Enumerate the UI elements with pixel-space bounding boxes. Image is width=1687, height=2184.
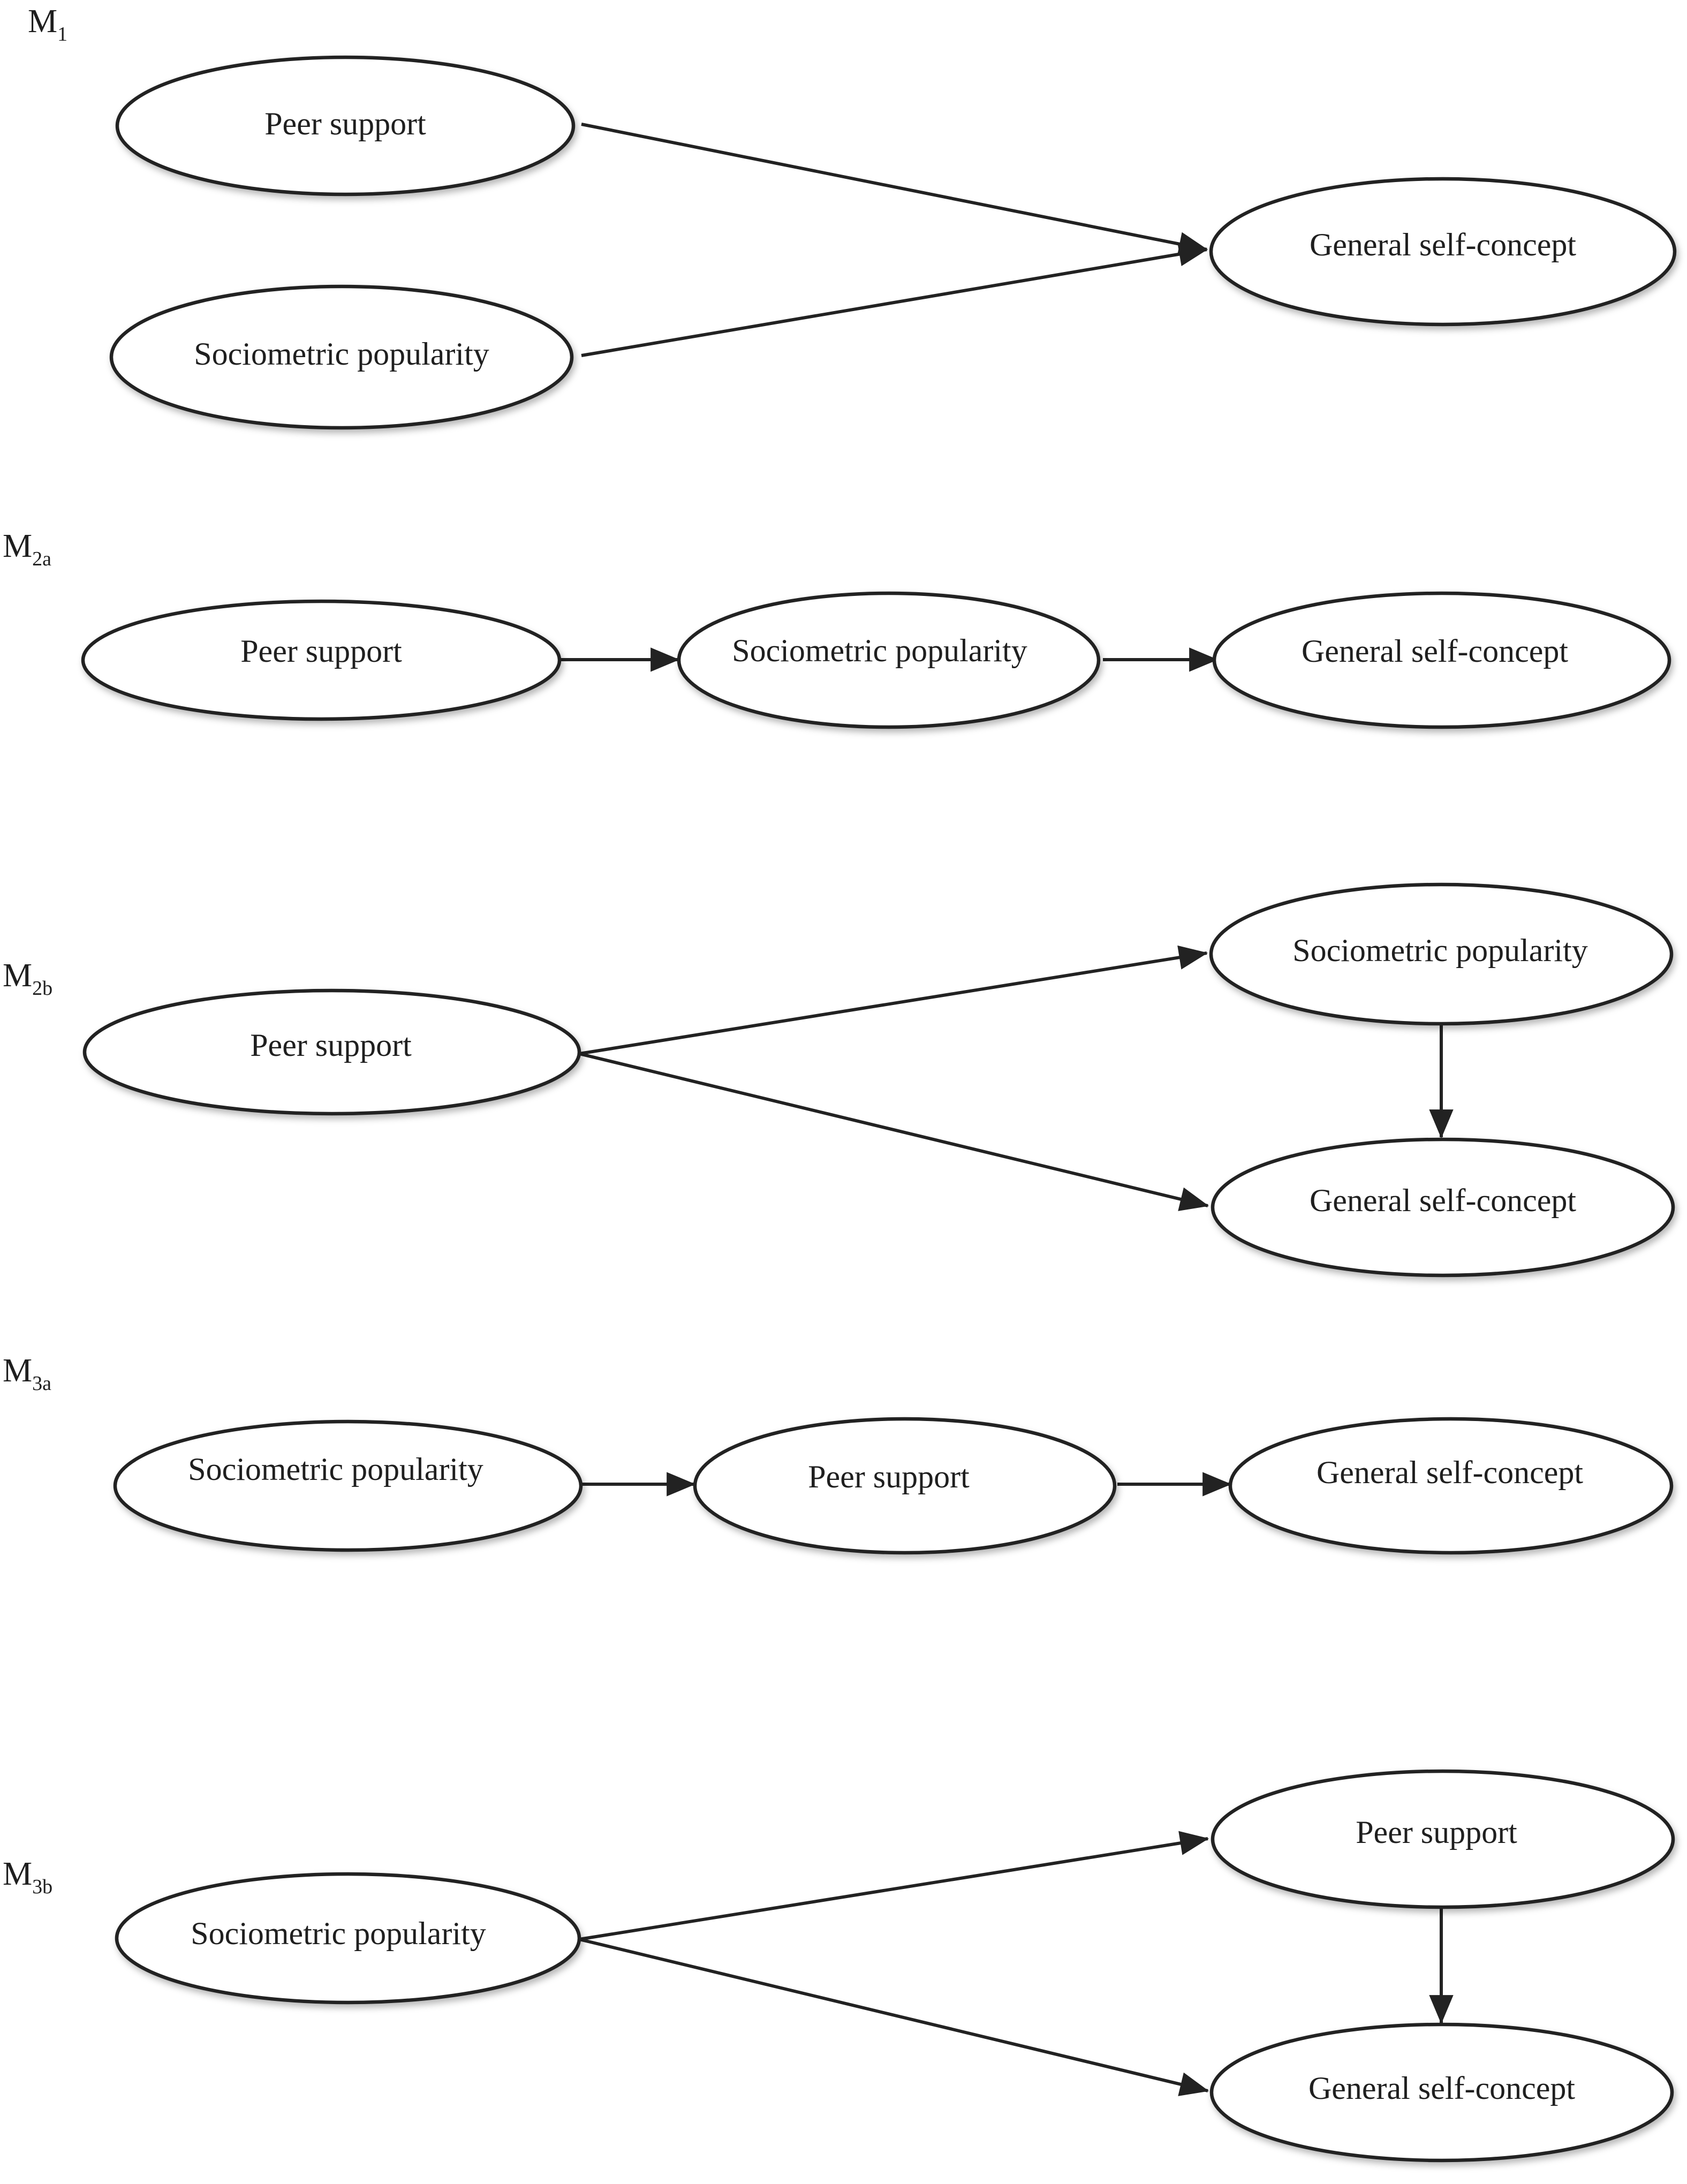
node-label: Sociometric popularity (191, 1916, 486, 1951)
model-label-m2a: M2a (3, 528, 51, 570)
edge-sociometric-popularity-to-general-self-concept (579, 1938, 1209, 2096)
model-m1: M1 Peer support Sociometric popularity G… (28, 3, 1677, 430)
node-label: Peer support (1356, 1815, 1517, 1850)
node-peer-support: Peer support (115, 55, 576, 197)
node-sociometric-popularity: Sociometric popularity (115, 1872, 581, 2005)
node-peer-support: Peer support (1211, 1769, 1675, 1909)
node-label: Peer support (808, 1459, 970, 1494)
model-label-m1: M1 (28, 3, 67, 46)
node-label: Sociometric popularity (732, 633, 1027, 668)
node-label: Sociometric popularity (1292, 933, 1588, 968)
model-m2a: M2a Peer support Sociometric popularity … (3, 528, 1671, 729)
node-peer-support: Peer support (82, 988, 581, 1116)
node-label: General self-concept (1317, 1455, 1583, 1490)
node-general-self-concept: General self-concept (1209, 2022, 1674, 2163)
node-peer-support: Peer support (693, 1417, 1117, 1555)
node-label: General self-concept (1310, 227, 1576, 262)
node-sociometric-popularity: Sociometric popularity (109, 284, 574, 430)
node-sociometric-popularity: Sociometric popularity (1209, 882, 1674, 1026)
model-m2b: M2b Peer support Sociometric popularity … (3, 882, 1675, 1278)
node-general-self-concept: General self-concept (1212, 591, 1671, 729)
node-label: Peer support (250, 1027, 412, 1063)
node-general-self-concept: General self-concept (1228, 1417, 1674, 1555)
edge-peer-support-to-general-self-concept (581, 123, 1208, 256)
node-label: Peer support (264, 106, 426, 141)
edge-sociometric-popularity-to-peer-support (579, 1831, 1209, 1941)
node-label: Sociometric popularity (194, 336, 489, 372)
model-label-m3a: M3a (3, 1352, 51, 1395)
model-label-m2b: M2b (3, 957, 52, 1000)
node-label: General self-concept (1310, 1183, 1576, 1218)
edge-sociometric-popularity-to-general-self-concept (581, 242, 1208, 357)
node-label: Peer support (240, 633, 402, 669)
node-sociometric-popularity: Sociometric popularity (677, 591, 1101, 729)
node-general-self-concept: General self-concept (1209, 177, 1677, 327)
node-label: General self-concept (1302, 633, 1568, 669)
edge-peer-support-to-sociometric-popularity (579, 945, 1208, 1055)
node-sociometric-popularity: Sociometric popularity (113, 1419, 583, 1552)
node-label: General self-concept (1308, 2070, 1575, 2106)
model-m3a: M3a Sociometric popularity Peer support … (3, 1352, 1674, 1555)
node-label: Sociometric popularity (188, 1452, 483, 1487)
node-peer-support: Peer support (81, 599, 562, 721)
model-label-m3b: M3b (3, 1856, 52, 1898)
node-general-self-concept: General self-concept (1211, 1137, 1675, 1278)
edge-peer-support-to-general-self-concept (579, 1052, 1209, 1211)
model-m3b: M3b Sociometric popularity Peer support … (3, 1769, 1675, 2163)
